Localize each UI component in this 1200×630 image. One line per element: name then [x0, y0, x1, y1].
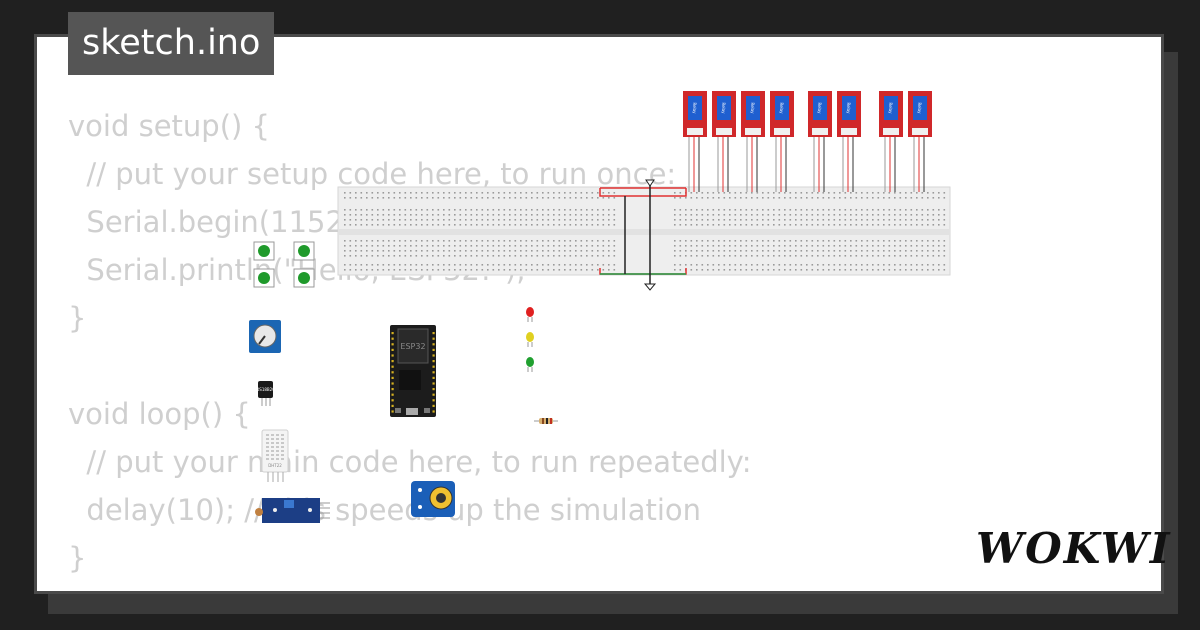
dht22-grill [266, 434, 284, 460]
relay-label: Relay [721, 103, 726, 115]
code-line: } [68, 301, 87, 335]
code-line: void setup() { [68, 109, 270, 143]
wokwi-logo: WOKWI [976, 524, 1172, 573]
led-green[interactable] [526, 357, 534, 372]
relay-module[interactable]: Relay [808, 91, 832, 192]
pushbutton[interactable] [253, 268, 275, 288]
power-wires [599, 179, 687, 291]
dht22-sensor[interactable]: DHT22 [261, 429, 289, 482]
wire-red-loop-top [599, 188, 687, 197]
relay-module[interactable]: Relay [712, 91, 736, 192]
code-line: // put your setup code here, to run once… [68, 157, 677, 191]
code-line: void loop() { [68, 397, 251, 431]
breadboard-center-channel [338, 229, 950, 235]
led-red[interactable] [526, 307, 534, 322]
breadboard[interactable] [337, 186, 951, 276]
preview-card [34, 34, 1164, 594]
relay-module[interactable]: Relay [908, 91, 932, 192]
pushbutton-group[interactable] [253, 241, 315, 288]
relay-module[interactable]: Relay [683, 91, 707, 192]
relay-label: Relay [750, 103, 755, 115]
pushbutton[interactable] [293, 268, 315, 288]
potentiometer[interactable] [249, 320, 281, 353]
vcc-symbol [645, 179, 655, 187]
ds18b20-sensor[interactable]: DS18B20 [256, 381, 275, 406]
resistor[interactable] [534, 418, 558, 424]
relay-module[interactable]: Relay [741, 91, 765, 192]
ds18b20-label: DS18B20 [256, 387, 275, 392]
photoresistor-module[interactable] [255, 498, 330, 523]
relay-label: Relay [846, 103, 851, 115]
relay-label: Relay [888, 103, 893, 115]
led-yellow[interactable] [526, 332, 534, 347]
esp32-board[interactable]: ESP32 [390, 325, 436, 417]
relay-label: Relay [779, 103, 784, 115]
breadboard-holes [344, 192, 946, 271]
esp32-pins [391, 332, 435, 413]
rtc-module[interactable] [411, 481, 455, 517]
relay-module[interactable]: Relay [770, 91, 794, 192]
relay-module[interactable]: Relay [837, 91, 861, 192]
gnd-symbol [643, 283, 657, 291]
relay-label: Relay [817, 103, 822, 115]
esp32-label: ESP32 [400, 342, 425, 351]
pushbutton[interactable] [253, 241, 275, 261]
relay-module[interactable]: Relay [879, 91, 903, 192]
relay-group[interactable]: Relay Relay Relay Relay Relay Relay Relay Relay [683, 91, 932, 192]
file-tab[interactable]: sketch.ino [68, 12, 275, 75]
pushbutton[interactable] [293, 241, 315, 261]
relay-label: Relay [692, 103, 697, 115]
relay-label: Relay [917, 103, 922, 115]
code-editor[interactable]: void setup() { // put your setup code he… [68, 102, 752, 582]
dht22-label: DHT22 [268, 463, 282, 468]
code-line: } [68, 541, 87, 575]
